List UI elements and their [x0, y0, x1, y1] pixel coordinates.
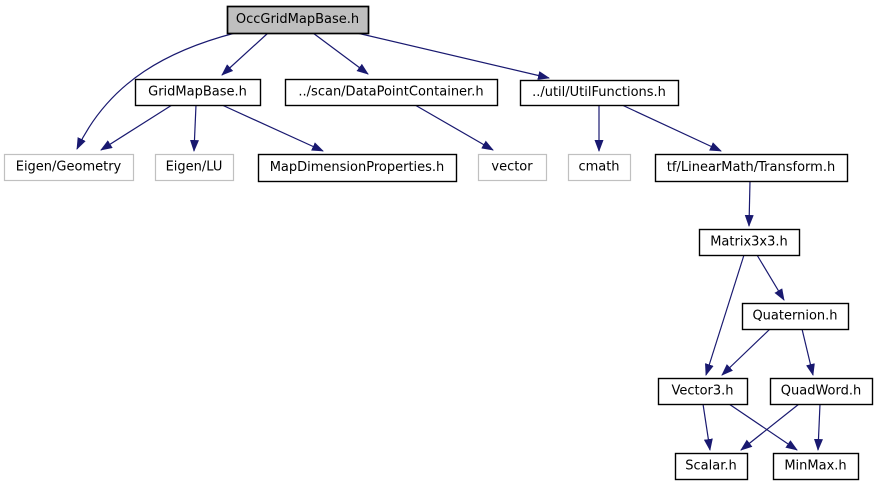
- node-label-gridmapbase: GridMapBase.h: [148, 85, 247, 100]
- edge-gridmapbase-to-eigenlu: [189, 104, 199, 152]
- node-box-gridmapbase[interactable]: [134, 78, 262, 107]
- node-box-eigenlu: [154, 153, 235, 182]
- node-label-datapointcontainer: ../scan/DataPointContainer.h: [298, 85, 483, 100]
- node-quaternion[interactable]: Quaternion.h: [741, 302, 850, 331]
- node-minmax[interactable]: MinMax.h: [772, 452, 860, 481]
- edge-gridmapbase-to-eigengeometry: [100, 104, 173, 151]
- node-box-occgridmapbase: [226, 5, 370, 35]
- node-label-vector3: Vector3.h: [671, 384, 733, 399]
- node-label-occgridmapbase: OccGridMapBase.h: [236, 12, 359, 27]
- node-box-minmax[interactable]: [772, 452, 860, 481]
- node-tftransform[interactable]: tf/LinearMath/Transform.h: [654, 153, 849, 183]
- node-box-matrix3x3[interactable]: [698, 228, 801, 257]
- node-label-mapdimension: MapDimensionProperties.h: [270, 160, 445, 175]
- node-box-vector3[interactable]: [657, 377, 749, 406]
- node-label-minmax: MinMax.h: [784, 459, 846, 474]
- node-box-mapdimension[interactable]: [257, 153, 458, 183]
- node-label-quadword: QuadWord.h: [781, 384, 861, 399]
- node-datapointcontainer[interactable]: ../scan/DataPointContainer.h: [284, 78, 499, 107]
- node-box-eigengeometry: [3, 153, 135, 182]
- node-occgridmapbase: OccGridMapBase.h: [226, 5, 370, 35]
- edge-datapointcontainer-to-vector: [414, 104, 494, 151]
- node-eigenlu: Eigen/LU: [154, 153, 235, 182]
- node-label-quaternion: Quaternion.h: [752, 309, 837, 324]
- edge-vector3-to-minmax: [728, 403, 798, 451]
- node-box-scalar[interactable]: [674, 452, 749, 481]
- edge-quadword-to-scalar: [740, 403, 800, 451]
- node-label-matrix3x3: Matrix3x3.h: [710, 235, 788, 250]
- node-box-quaternion[interactable]: [741, 302, 850, 331]
- node-box-utilfunctions[interactable]: [519, 79, 680, 107]
- node-matrix3x3[interactable]: Matrix3x3.h: [698, 228, 801, 257]
- node-label-tftransform: tf/LinearMath/Transform.h: [667, 160, 835, 175]
- edge-gridmapbase-to-mapdimension: [221, 104, 324, 152]
- node-vector3[interactable]: Vector3.h: [657, 377, 749, 406]
- node-cmath: cmath: [567, 153, 632, 182]
- node-utilfunctions[interactable]: ../util/UtilFunctions.h: [519, 79, 680, 107]
- node-box-cmath: [567, 153, 632, 182]
- node-gridmapbase[interactable]: GridMapBase.h: [134, 78, 262, 107]
- node-box-datapointcontainer[interactable]: [284, 78, 499, 107]
- node-box-vector: [477, 153, 548, 182]
- edge-occgridmapbase-to-utilfunctions: [356, 32, 550, 80]
- node-label-vector: vector: [491, 160, 533, 175]
- edge-matrix3x3-to-quaternion: [756, 254, 785, 301]
- node-eigengeometry: Eigen/Geometry: [3, 153, 135, 182]
- node-vector: vector: [477, 153, 548, 182]
- node-scalar[interactable]: Scalar.h: [674, 452, 749, 481]
- node-label-eigenlu: Eigen/LU: [166, 160, 223, 175]
- node-box-quadword[interactable]: [769, 377, 874, 406]
- node-label-eigengeometry: Eigen/Geometry: [16, 160, 122, 175]
- edges-layer: [76, 32, 823, 451]
- edge-occgridmapbase-to-eigengeometry: [76, 32, 236, 150]
- edge-occgridmapbase-to-gridmapbase: [221, 32, 269, 76]
- edge-vector3-to-scalar: [702, 403, 713, 451]
- node-mapdimension[interactable]: MapDimensionProperties.h: [257, 153, 458, 183]
- node-quadword[interactable]: QuadWord.h: [769, 377, 874, 406]
- node-label-cmath: cmath: [578, 160, 619, 175]
- edge-quadword-to-minmax: [813, 403, 823, 451]
- edge-matrix3x3-to-vector3: [705, 254, 745, 376]
- node-box-tftransform[interactable]: [654, 153, 849, 183]
- edge-quaternion-to-vector3: [721, 328, 771, 376]
- edge-tftransform-to-matrix3x3: [744, 180, 754, 227]
- edge-occgridmapbase-to-datapointcontainer: [312, 32, 369, 75]
- edge-utilfunctions-to-tftransform: [621, 104, 722, 152]
- edge-quaternion-to-quadword: [801, 328, 815, 376]
- node-label-scalar: Scalar.h: [685, 459, 736, 474]
- node-label-utilfunctions: ../util/UtilFunctions.h: [532, 85, 666, 100]
